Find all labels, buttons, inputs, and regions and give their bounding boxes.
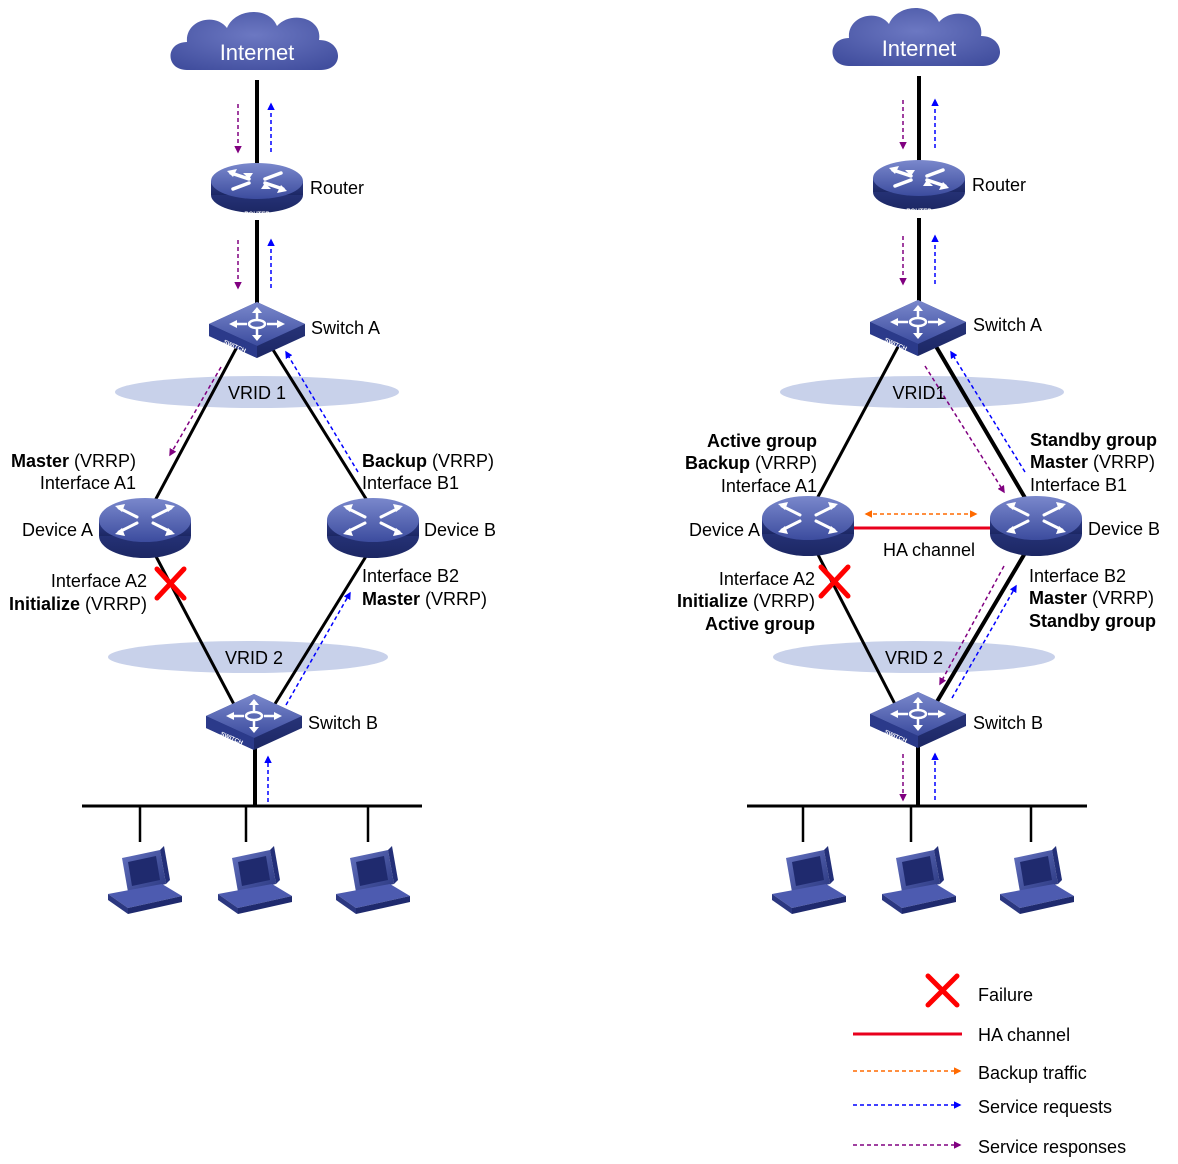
b1-role-label: Master (VRRP) [1030,452,1155,472]
router-tag: ROUTER [244,212,270,218]
a2-interface-label: Interface A2 [51,571,147,591]
switch-b-label: Switch B [308,713,378,733]
switch-b-label: Switch B [973,713,1043,733]
links [747,76,1087,842]
right-diagram: ROUTER SWITCH SWITCH Internet Router Swi… [677,7,1160,914]
device-a-label: Device A [22,520,93,540]
b2-interface-label: Interface B2 [1029,566,1126,586]
router-tag: ROUTER [906,209,932,215]
failure-icon [154,566,187,601]
device-b-icon [325,496,421,560]
traffic-arrows [899,98,1026,802]
legend-backup-label: Backup traffic [978,1063,1087,1083]
a2-role-label: Initialize (VRRP) [9,594,147,614]
b2-interface-label: Interface B2 [362,566,459,586]
pc-icon [772,846,846,914]
vrid1-ellipse [115,376,399,408]
a1-interface-label: Interface A1 [721,476,817,496]
vrid1-label: VRID1 [892,383,945,403]
a1-role-label: Backup (VRRP) [685,453,817,473]
left-diagram: ROUTER SWITCH SWITCH Internet Router Swi… [9,11,496,914]
links [82,80,422,842]
internet-label: Internet [882,36,957,61]
device-a-label: Device A [689,520,760,540]
pc-icon [882,846,956,914]
switch-a-label: Switch A [311,318,380,338]
internet-label: Internet [220,40,295,65]
b2-role-label: Master (VRRP) [1029,588,1154,608]
legend-request-label: Service requests [978,1097,1112,1117]
router-label: Router [972,175,1026,195]
b1-interface-label: Interface B1 [1030,475,1127,495]
b1-group-label: Standby group [1030,430,1157,450]
router-icon [209,161,305,215]
router-icon [871,158,967,212]
b2-role-label: Master (VRRP) [362,589,487,609]
pc-icon [218,846,292,914]
failure-icon [818,564,851,599]
pc-icon [108,846,182,914]
b1-role-label: Backup (VRRP) [362,451,494,471]
legend-ha-label: HA channel [978,1025,1070,1045]
b1-interface-label: Interface B1 [362,473,459,493]
legend: Failure HA channel Backup traffic Servic… [853,973,1126,1157]
vrid1-label: VRID 1 [228,383,286,403]
switch-a-icon [207,300,307,360]
router-label: Router [310,178,364,198]
a1-group-label: Active group [707,431,817,451]
legend-failure-label: Failure [978,985,1033,1005]
legend-failure-icon [925,973,960,1008]
pc-icon [1000,846,1074,914]
vrid1-ellipse [780,376,1064,408]
vrid2-ellipse [773,641,1055,673]
switch-a-icon [868,298,968,358]
device-b-label: Device B [424,520,496,540]
legend-response-label: Service responses [978,1137,1126,1157]
device-a-icon [97,496,193,560]
device-b-label: Device B [1088,519,1160,539]
ha-channel-label: HA channel [883,540,975,560]
switch-a-label: Switch A [973,315,1042,335]
a2-group-label: Active group [705,614,815,634]
a1-interface-label: Interface A1 [40,473,136,493]
b2-group-label: Standby group [1029,611,1156,631]
device-a-icon [760,494,856,558]
a2-role-label: Initialize (VRRP) [677,591,815,611]
a2-interface-label: Interface A2 [719,569,815,589]
pc-icon [336,846,410,914]
traffic-arrows [169,102,359,802]
device-b-icon [988,494,1084,558]
vrid2-label: VRID 2 [225,648,283,668]
a1-role-label: Master (VRRP) [11,451,136,471]
vrid2-label: VRID 2 [885,648,943,668]
switch-b-icon [868,690,968,750]
